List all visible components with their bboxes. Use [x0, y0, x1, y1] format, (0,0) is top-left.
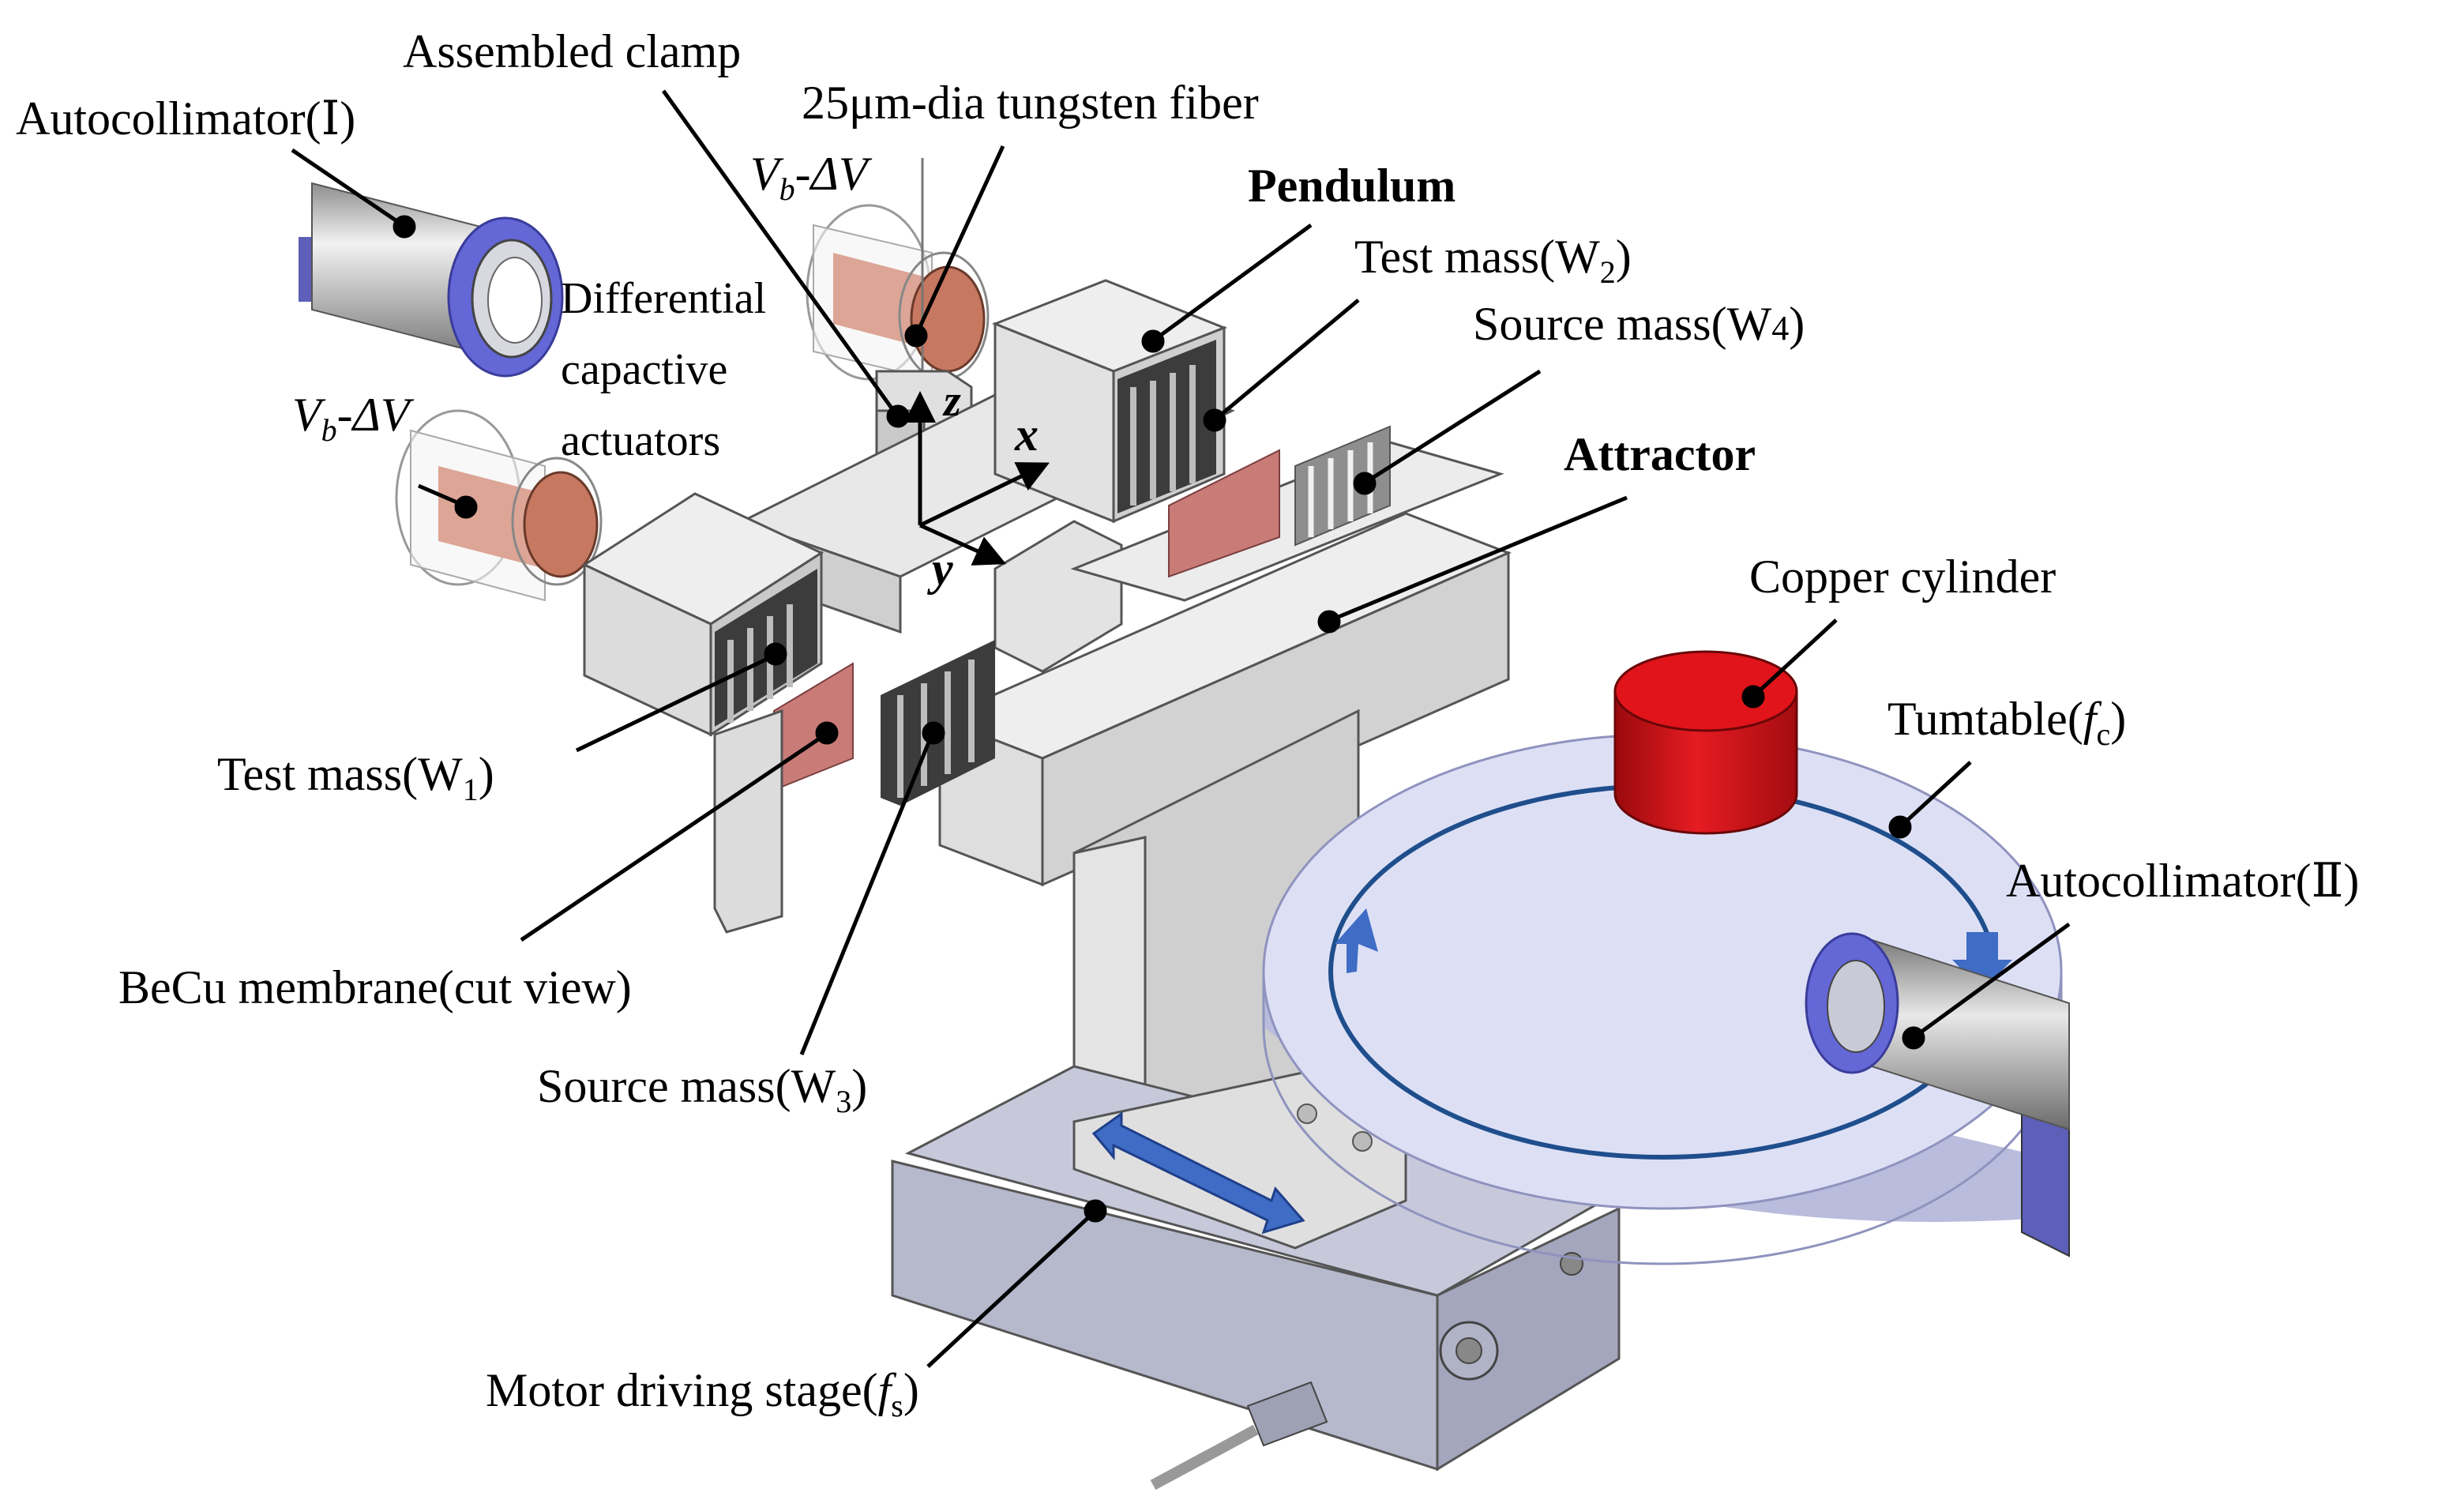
motor-stage: [891, 1049, 1621, 1491]
bias-voltage-left-label: Vb-ΔV: [292, 389, 410, 448]
leader-lines: [291, 89, 2071, 1368]
bias-voltage-top-label: Vb-ΔV: [750, 148, 868, 207]
actuators-label-line-2: capactive: [561, 345, 728, 394]
capacitive-actuator-top: [806, 204, 990, 381]
motor-stage-label: Motor driving stage(fs): [486, 1364, 919, 1423]
axis-z-label: z: [944, 377, 961, 426]
capacitive-actuator-left: [395, 409, 603, 602]
autocollimator-1: [299, 182, 564, 378]
test-mass-w1-label: Test mass(W1): [217, 748, 494, 807]
assembled-clamp-label: Assembled clamp: [403, 25, 742, 77]
axis-x-label: x: [1015, 408, 1039, 461]
axis-y-label: y: [932, 543, 953, 595]
actuators-label-line-3: actuators: [561, 416, 721, 465]
source-mass-w3-label: Source mass(W3): [537, 1060, 868, 1119]
actuators-label-line-1: Differential: [561, 274, 767, 323]
source-mass-w4-label: Source mass(W4): [1473, 298, 1805, 350]
attractor-label: Attractor: [1564, 428, 1756, 480]
stage-motion-arrow: [1091, 1111, 1305, 1235]
turntable-label: Tumtable(fc): [1887, 693, 2127, 752]
pendulum-body: [581, 279, 1235, 737]
tungsten-fiber-label: 25μm-dia tungsten fiber: [802, 77, 1259, 129]
becu-membrane-label: BeCu membrane(cut view): [118, 961, 632, 1013]
copper-cylinder: [1613, 650, 1798, 835]
pendulum-label: Pendulum: [1248, 160, 1456, 212]
attractor-body: [713, 425, 1512, 934]
autocollimator-1-label: Autocollimator(Ⅰ): [16, 92, 356, 145]
coordinate-axes: [904, 391, 1050, 566]
test-mass-w2-label: Test mass(W2): [1354, 231, 1632, 290]
autocollimator-2-label: Autocollimator(Ⅱ): [2006, 855, 2360, 907]
copper-cylinder-label: Copper cylinder: [1749, 551, 2056, 603]
autocollimator-2: [1805, 932, 2070, 1258]
